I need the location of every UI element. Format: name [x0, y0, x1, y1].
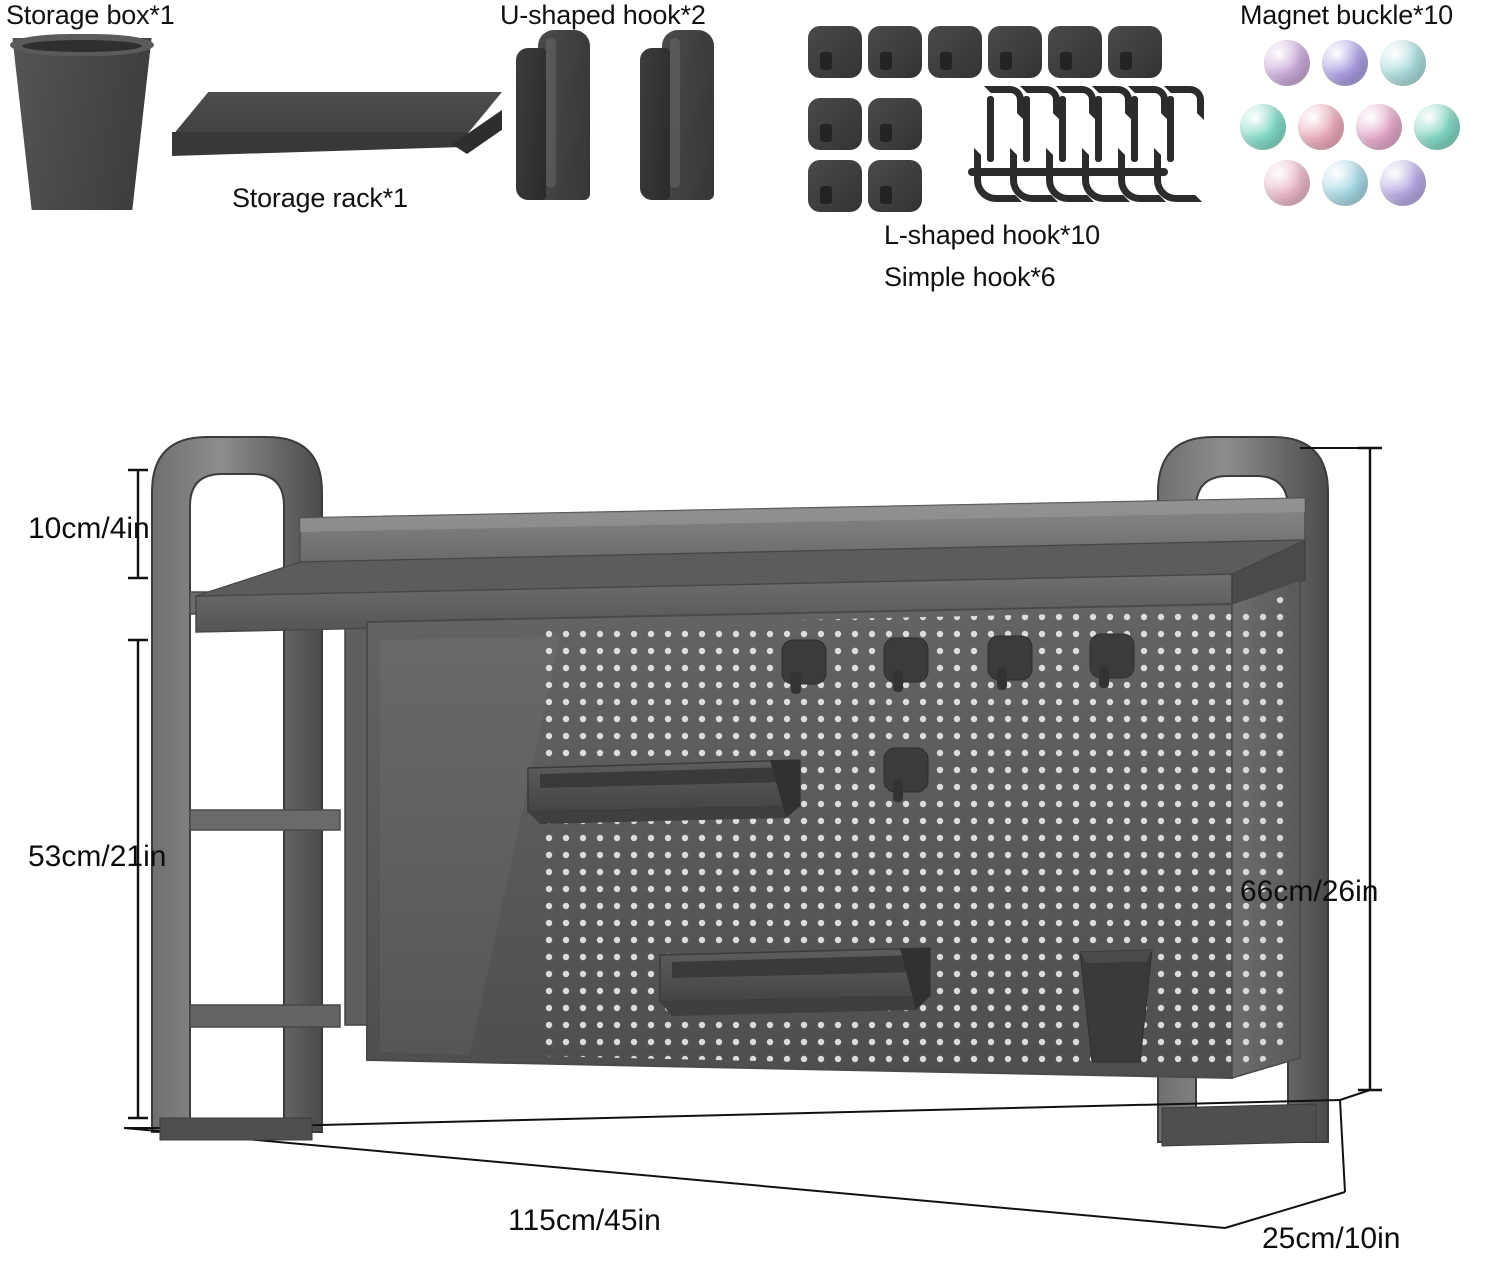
- label-magnet-buckle: Magnet buckle*10: [1240, 0, 1453, 30]
- magnet-buckle: [1322, 40, 1368, 86]
- label-simple-hook: Simple hook*6: [884, 262, 1056, 292]
- magnet-buckle: [1414, 104, 1460, 150]
- label-storage-rack: Storage rack*1: [232, 183, 408, 213]
- magnet-buckle: [1264, 40, 1310, 86]
- dim-width: 115cm/45in: [508, 1204, 661, 1237]
- mounted-storage-rack-lower: [659, 947, 931, 1016]
- label-storage-box: Storage box*1: [6, 0, 175, 30]
- dim-depth: 25cm/10in: [1262, 1222, 1401, 1255]
- u-shaped-hook-1: [516, 30, 590, 200]
- magnet-buckle: [1298, 104, 1344, 150]
- dim-top-shelf-height: 10cm/4in: [28, 512, 150, 545]
- mounted-storage-rack-upper: [527, 759, 801, 824]
- mounted-storage-box: [1079, 949, 1153, 1063]
- dimension-guides: [128, 446, 1382, 1120]
- magnet-buckle: [1240, 104, 1286, 150]
- magnet-buckle: [1380, 160, 1426, 206]
- dim-lower-height: 53cm/21in: [28, 840, 167, 873]
- storage-rack-illustration: [172, 92, 502, 166]
- label-l-shaped-hook: L-shaped hook*10: [884, 220, 1100, 250]
- magnet-buckle: [1380, 40, 1426, 86]
- dim-total-height: 66cm/26in: [1240, 875, 1379, 908]
- magnet-buckle: [1264, 160, 1310, 206]
- label-u-shaped-hook: U-shaped hook*2: [500, 0, 706, 30]
- magnet-buckle: [1356, 104, 1402, 150]
- mounted-hook-pads: [781, 633, 1135, 802]
- magnet-buckle: [1322, 160, 1368, 206]
- u-shaped-hook-2: [640, 30, 714, 200]
- parts-legend: Storage box*1 Storage rack*1 U-shaped ho…: [0, 0, 1500, 300]
